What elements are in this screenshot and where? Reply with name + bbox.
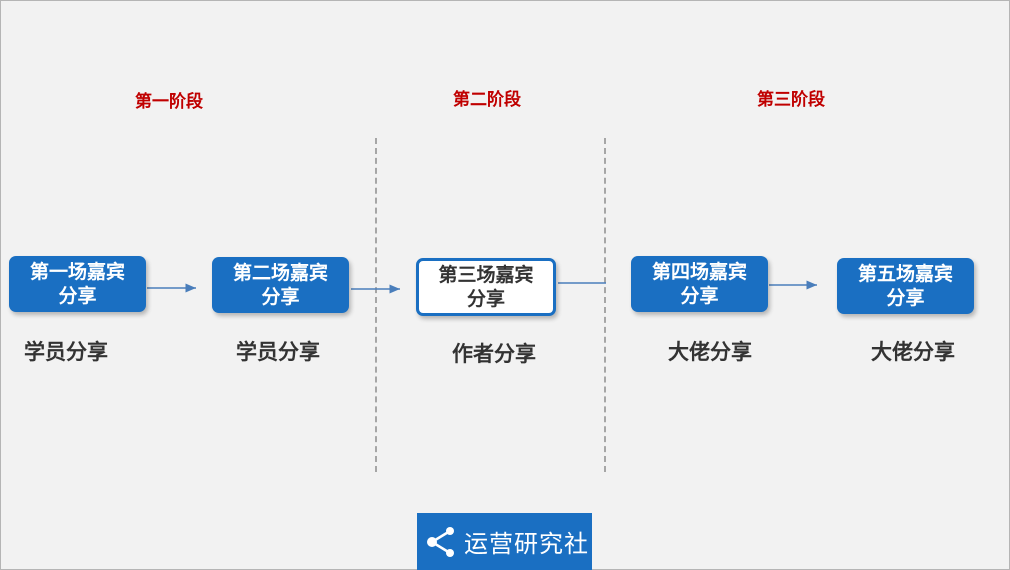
stage-title-2: 第二阶段	[453, 90, 521, 110]
session-label: 第一场嘉宾分享	[29, 261, 125, 307]
session-label: 第二场嘉宾分享	[232, 262, 328, 308]
session-label: 第四场嘉宾分享	[651, 261, 747, 307]
session-label: 第五场嘉宾分享	[857, 263, 953, 309]
session-box-5: 第五场嘉宾分享	[837, 258, 974, 314]
stage-title-3: 第三阶段	[757, 90, 825, 110]
brand-logo: 运营研究社	[417, 513, 592, 570]
session-box-1: 第一场嘉宾分享	[9, 256, 146, 312]
logo-text: 运营研究社	[464, 530, 589, 558]
stage-divider-2	[604, 138, 606, 472]
stage-title-1: 第一阶段	[135, 92, 203, 112]
session-caption-4: 大佬分享	[668, 340, 752, 364]
session-caption-5: 大佬分享	[871, 340, 955, 364]
session-box-3: 第三场嘉宾分享	[416, 258, 556, 316]
stage-divider-1	[375, 138, 377, 472]
session-caption-2: 学员分享	[236, 340, 320, 364]
session-label: 第三场嘉宾分享	[438, 264, 534, 310]
session-caption-3: 作者分享	[452, 342, 536, 366]
share-icon	[427, 526, 454, 557]
session-box-4: 第四场嘉宾分享	[631, 256, 768, 312]
session-caption-1: 学员分享	[24, 340, 108, 364]
session-box-2: 第二场嘉宾分享	[212, 257, 349, 313]
